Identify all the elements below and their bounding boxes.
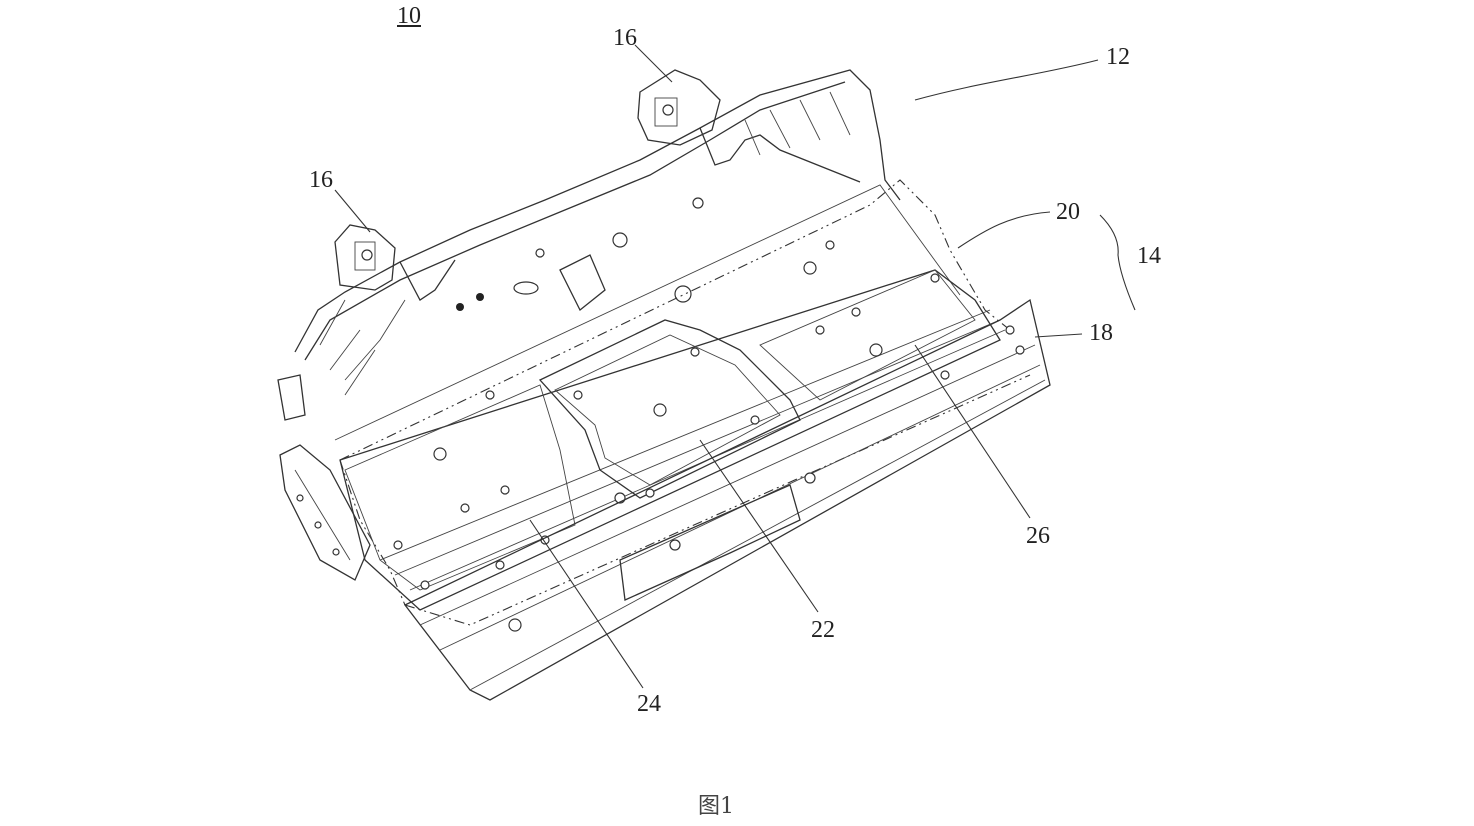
figure-caption: 图1: [698, 794, 734, 819]
label-22: 22: [811, 617, 835, 643]
label-14: 14: [1137, 243, 1161, 269]
central-tunnel-panel: [538, 319, 801, 504]
label-16-right: 16: [613, 25, 637, 51]
tray-boundary: [339, 179, 1031, 626]
mount-bracket-left: [334, 224, 396, 291]
floor-panel: [339, 269, 1006, 611]
rear-frame: [294, 69, 901, 396]
leader-lines: [334, 44, 1136, 689]
right-floor-panel: [759, 240, 976, 401]
figure-reference-number: 10: [397, 3, 421, 29]
label-24: 24: [637, 691, 661, 717]
label-12: 12: [1106, 44, 1130, 70]
mount-bracket-right: [637, 69, 721, 146]
left-floor-panel: [344, 384, 576, 591]
upper-cross-panel: [334, 184, 961, 441]
label-20: 20: [1056, 199, 1080, 225]
label-26: 26: [1026, 523, 1050, 549]
front-cross-member: [403, 298, 1051, 701]
label-16-left: 16: [309, 167, 333, 193]
label-18: 18: [1089, 320, 1113, 346]
left-end-bracket: [277, 374, 371, 581]
